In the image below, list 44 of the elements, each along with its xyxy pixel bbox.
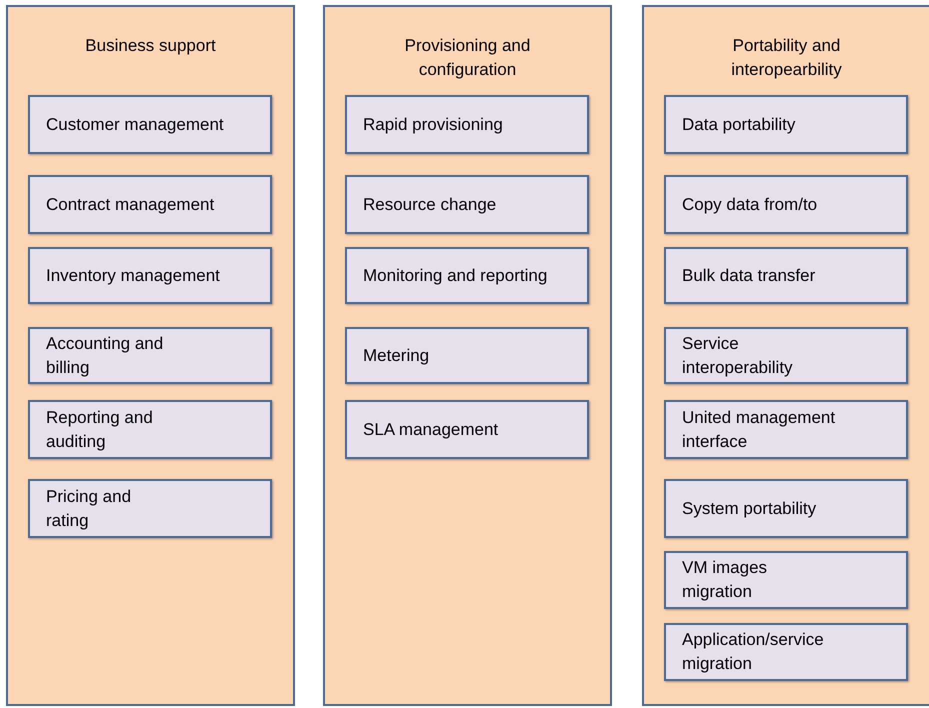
box-label: Pricing and rating — [46, 486, 132, 532]
function-box — [664, 95, 908, 154]
box-label: Resource change — [363, 194, 496, 216]
function-box — [345, 175, 589, 234]
function-box — [345, 327, 589, 384]
box-label: Reporting and auditing — [46, 406, 154, 452]
box-label: Service interoperability — [682, 332, 794, 378]
function-box — [664, 623, 908, 681]
column-panel — [323, 5, 612, 706]
box-label: SLA management — [363, 418, 498, 440]
function-box — [28, 175, 272, 234]
function-box — [664, 175, 908, 234]
column-heading: Business support — [85, 35, 216, 57]
function-box — [664, 479, 908, 538]
function-box — [664, 400, 908, 459]
function-box — [28, 247, 272, 304]
column-panel — [6, 5, 295, 706]
function-box — [345, 95, 589, 154]
function-box — [345, 400, 589, 459]
column-heading: Provisioning and configuration — [404, 35, 532, 81]
function-box — [664, 247, 908, 304]
box-label: System portability — [682, 498, 816, 520]
box-label: Metering — [363, 344, 430, 366]
box-label: Bulk data transfer — [682, 264, 816, 286]
box-label: Accounting and billing — [46, 332, 164, 378]
box-label: Monitoring and reporting — [363, 264, 548, 286]
function-box — [664, 551, 908, 609]
column-panel — [642, 5, 929, 706]
box-label: Copy data from/to — [682, 194, 818, 216]
box-label: Customer management — [46, 114, 224, 136]
column-heading: Portability and interopearbility — [730, 35, 843, 81]
function-box — [345, 247, 589, 304]
box-label: Inventory management — [46, 264, 220, 286]
function-box — [664, 327, 908, 384]
function-box — [28, 400, 272, 459]
box-label: Data portability — [682, 114, 796, 136]
box-label: VM images migration — [682, 557, 768, 603]
box-label: Rapid provisioning — [363, 114, 503, 136]
box-label: Contract management — [46, 194, 214, 216]
function-box — [28, 327, 272, 384]
function-box — [28, 95, 272, 154]
function-box — [28, 479, 272, 538]
box-label: Application/service migration — [682, 629, 825, 675]
box-label: United management interface — [682, 406, 836, 452]
